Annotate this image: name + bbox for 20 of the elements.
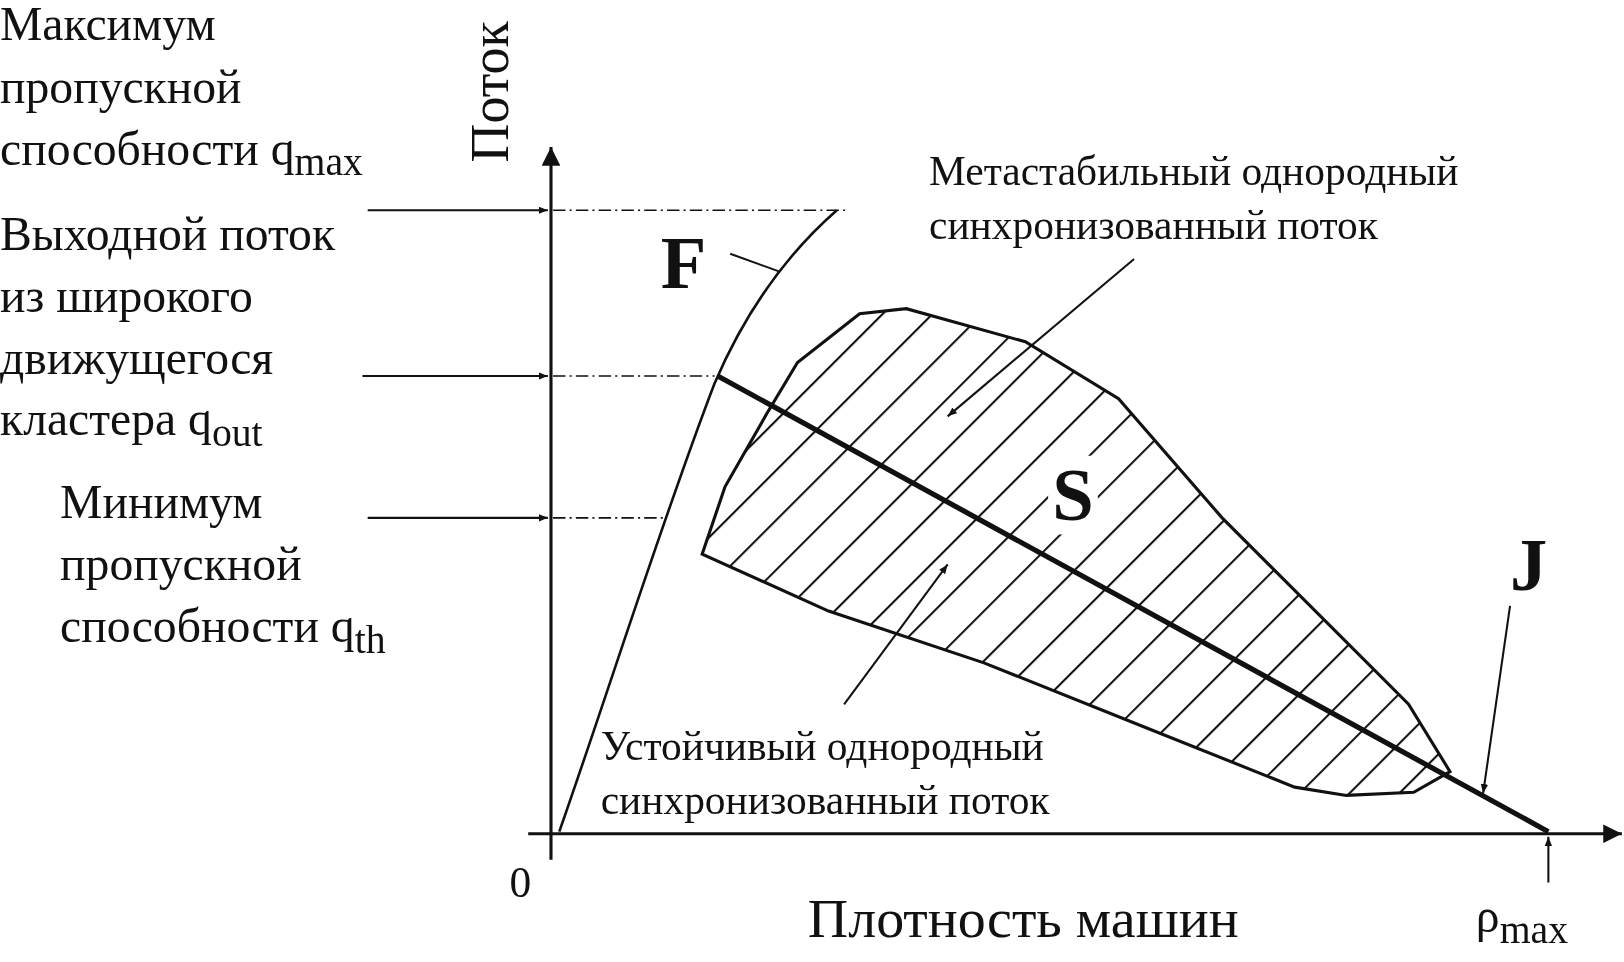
arrow [1544, 836, 1553, 883]
arrow [843, 563, 949, 705]
axis-title: Поток [459, 21, 521, 163]
arrow [362, 372, 548, 380]
annotation-text: Устойчивый однородный синхронизованный поток [600, 719, 1160, 828]
arrow [1480, 605, 1512, 794]
annotation-text: Максимум пропускной способности q$_{max}$ [0, 0, 456, 189]
leader-line [729, 252, 780, 273]
axis-tick-label: 0 [509, 857, 532, 909]
region-label: S [1048, 455, 1098, 535]
arrow [367, 514, 548, 522]
annotation-text: Минимум пропускной способности q$_{th}$ [60, 471, 496, 666]
annotation-text: Выходной поток из широкого движущегося кластера q$_{out}$ [0, 203, 379, 460]
arrow [367, 206, 548, 214]
arrow [947, 258, 1135, 418]
curve-label: J [1510, 517, 1573, 615]
axis-value-label: ρ$_{max}$ [1475, 885, 1621, 956]
curve-label: F [660, 215, 734, 313]
axis-title: Плотность машин [807, 886, 1239, 952]
annotation-text: Метастабильный однородный синхронизованный поток [929, 145, 1592, 253]
